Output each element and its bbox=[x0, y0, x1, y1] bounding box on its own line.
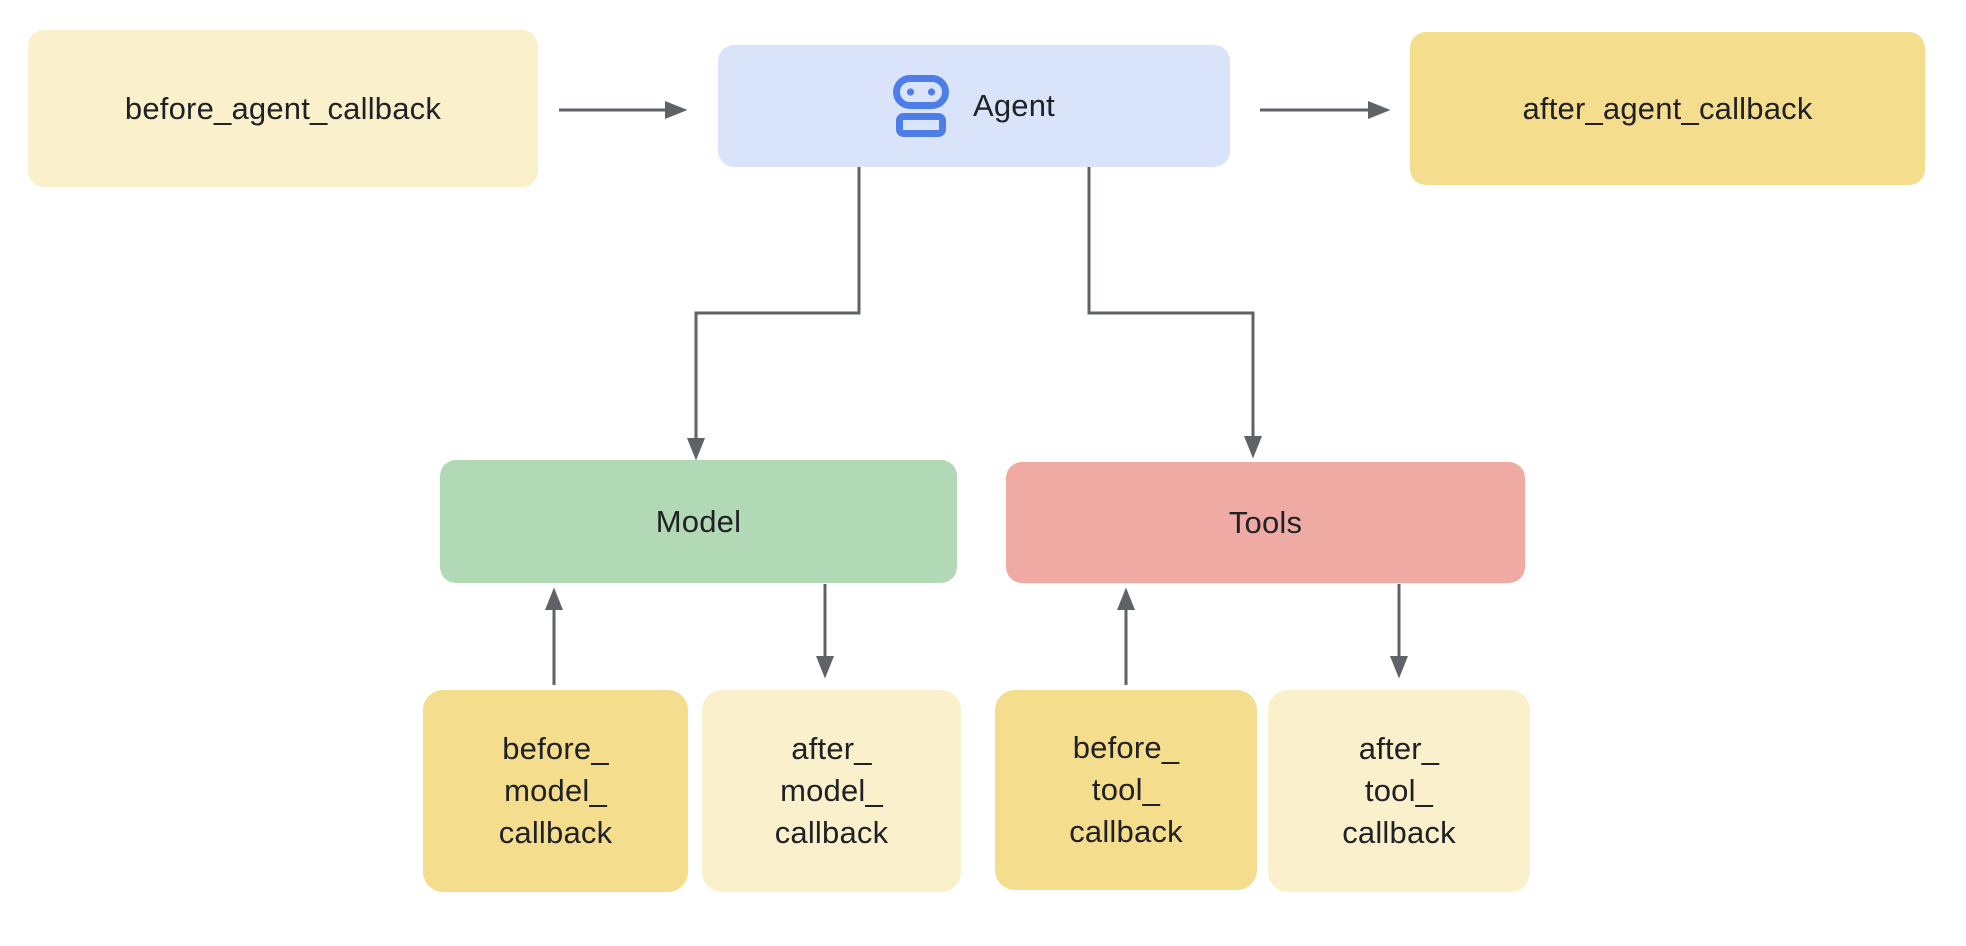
robot-icon bbox=[892, 75, 949, 137]
node-label-line: after_ bbox=[1358, 731, 1440, 766]
node-label-line: before_ bbox=[502, 731, 609, 766]
node-before-agent-callback: before_agent_callback bbox=[28, 30, 538, 187]
node-after-tool-callback: after_ tool_ callback bbox=[1268, 690, 1530, 892]
node-before-model-callback: before_ model_ callback bbox=[423, 690, 688, 892]
arrow-agent-to-model bbox=[687, 167, 861, 461]
node-label-line: callback bbox=[1069, 814, 1183, 849]
node-label-line: model_ bbox=[504, 773, 607, 808]
node-label-line: callback bbox=[1342, 815, 1456, 850]
node-label-line: after_ bbox=[791, 731, 872, 766]
node-label: Tools bbox=[1228, 504, 1303, 540]
node-label-line: tool_ bbox=[1364, 773, 1434, 808]
node-label-line: callback bbox=[774, 815, 889, 850]
node-label-line: tool_ bbox=[1091, 772, 1161, 807]
node-label: Agent bbox=[972, 88, 1055, 123]
node-after-agent-callback: after_agent_callback bbox=[1410, 32, 1925, 185]
node-before-tool-callback: before_ tool_ callback bbox=[995, 690, 1257, 890]
node-label-line: callback bbox=[498, 815, 613, 850]
node-label: before_agent_callback bbox=[124, 90, 442, 126]
node-label-line: model_ bbox=[780, 773, 883, 808]
node-tools: Tools bbox=[1006, 462, 1525, 583]
node-label: after_agent_callback bbox=[1522, 90, 1813, 126]
node-label: Model bbox=[655, 503, 742, 539]
node-model: Model bbox=[440, 460, 957, 583]
arrow-agent-to-tools bbox=[1087, 167, 1262, 459]
node-after-model-callback: after_ model_ callback bbox=[702, 690, 961, 892]
node-label-line: before_ bbox=[1072, 730, 1180, 765]
node-agent: Agent bbox=[718, 45, 1230, 167]
